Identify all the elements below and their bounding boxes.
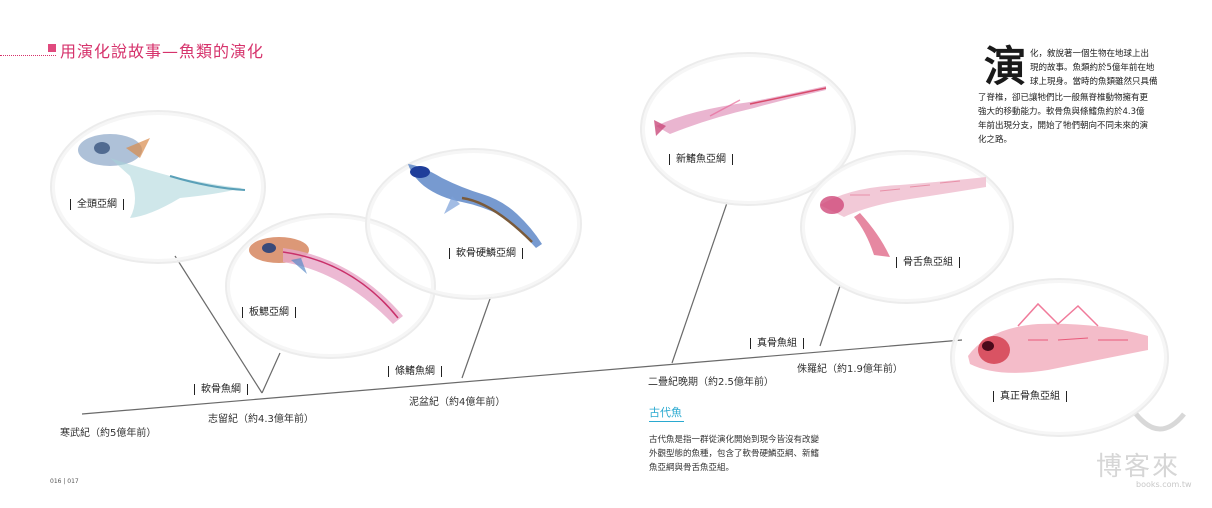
note-line: 外觀型態的魚種，包含了軟骨硬鱗亞綱、新鰭 <box>649 449 820 459</box>
timeline-line <box>81 339 963 415</box>
intro-line: 了脊椎，卻已讓牠們比一般無脊椎動物擁有更 <box>978 93 1149 103</box>
page-title: 用演化說故事—魚類的演化 <box>60 42 265 61</box>
period-label: 泥盆紀（約4億年前） <box>409 397 506 408</box>
branch-line <box>819 285 841 347</box>
drop-cap: 演 <box>984 42 1027 91</box>
petri-dish <box>640 52 856 206</box>
species-label: 真正骨魚亞組 <box>987 387 1073 402</box>
sturgeon-icon <box>408 164 542 248</box>
branch-label: 條鰭魚綱 <box>382 362 448 377</box>
petri-dish <box>365 148 582 300</box>
species-label: 全頭亞綱 <box>64 195 130 210</box>
chimaera-icon <box>78 134 246 218</box>
branch-line <box>261 352 281 394</box>
petri-dish <box>50 110 266 264</box>
shark-icon <box>249 237 403 324</box>
arowana-icon <box>820 177 986 257</box>
branch-label: 軟骨魚綱 <box>188 380 254 395</box>
species-label: 新鰭魚亞綱 <box>663 150 739 165</box>
period-label: 寒武紀（約5億年前） <box>60 428 157 439</box>
note-title: 古代魚 <box>649 406 682 419</box>
petri-dish <box>800 150 1014 304</box>
period-label: 志留紀（約4.3億年前） <box>208 414 314 425</box>
branch-line <box>671 199 729 364</box>
title-bullet-icon <box>48 44 56 52</box>
species-label: 軟骨硬鱗亞綱 <box>443 244 529 259</box>
intro-line: 現的故事。魚類約於5億年前在地 <box>1030 63 1155 73</box>
perch-icon <box>968 302 1148 373</box>
gar-icon <box>654 86 827 136</box>
period-label: 二疊紀晚期（約2.5億年前） <box>648 377 774 388</box>
note-title-rule <box>649 421 684 422</box>
intro-line: 化之路。 <box>978 135 1013 145</box>
intro-line: 年前出現分支，開始了牠們朝向不同未來的演 <box>978 121 1149 131</box>
species-label: 骨舌魚亞組 <box>890 253 966 268</box>
intro-line: 強大的移動能力。軟骨魚與條鰭魚約於4.3億 <box>978 107 1145 117</box>
watermark: 博客來 books.com.tw <box>1086 408 1202 492</box>
species-label: 板鰓亞綱 <box>236 303 302 318</box>
note-line: 魚亞綱與骨舌魚亞組。 <box>649 463 735 473</box>
page-numbers: 016 | 017 <box>50 478 79 485</box>
branch-line <box>174 255 263 394</box>
branch-label: 真骨魚組 <box>744 334 810 349</box>
watermark-url: books.com.tw <box>1136 480 1192 489</box>
watermark-smile-icon <box>1134 412 1186 432</box>
watermark-brand: 博客來 <box>1096 452 1181 482</box>
intro-line: 球上現身。當時的魚類雖然只具備 <box>1030 77 1158 87</box>
title-rule <box>0 55 56 56</box>
branch-line <box>461 295 492 379</box>
note-line: 古代魚是指一群從演化開始到現今皆沒有改變 <box>649 435 820 445</box>
intro-line: 化，敘說著一個生物在地球上出 <box>1030 49 1150 59</box>
petri-dish <box>950 278 1169 437</box>
period-label: 侏羅紀（約1.9億年前） <box>797 364 903 375</box>
